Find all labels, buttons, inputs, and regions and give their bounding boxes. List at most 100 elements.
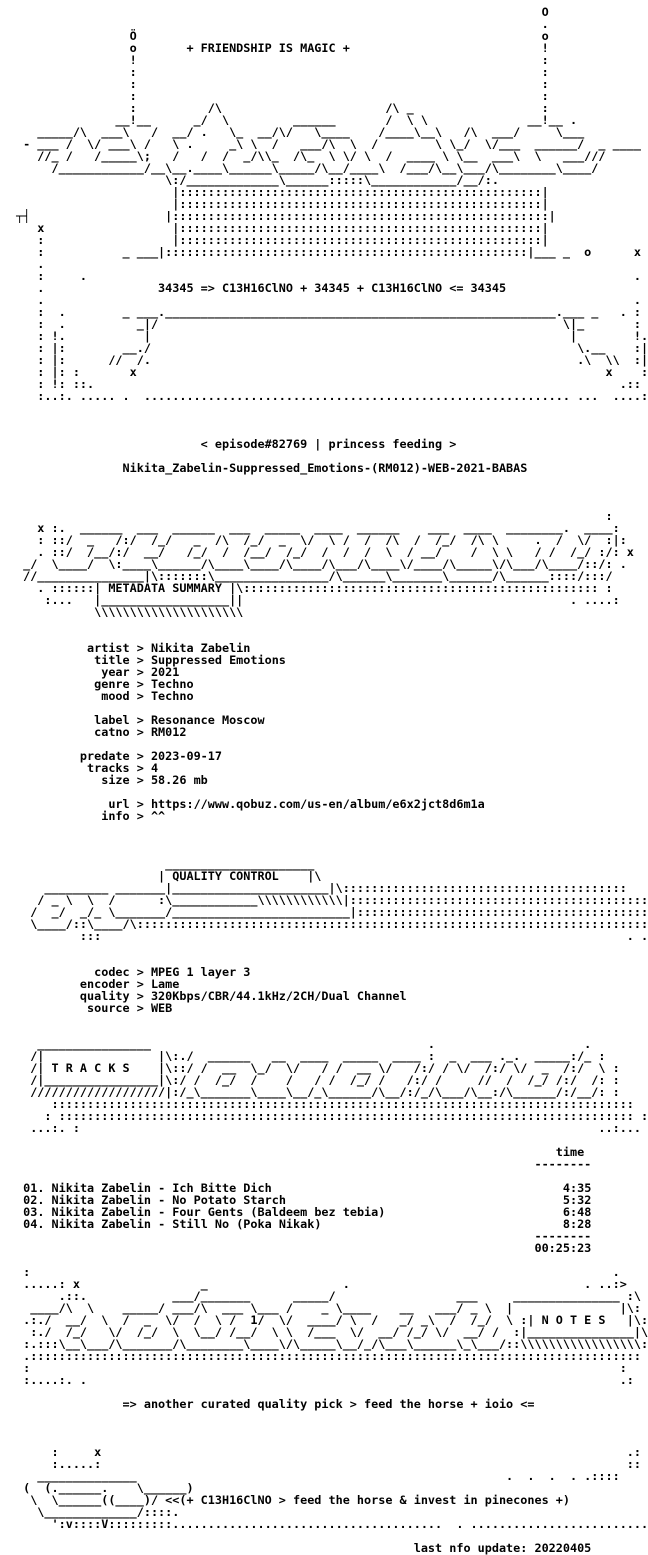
metadata-row-value: RM012 xyxy=(150,725,187,739)
notes-header-art-line: .::. ___/_______ _____/ ___ ____________… xyxy=(16,1289,642,1303)
logo-art-line: Ö o xyxy=(16,29,549,43)
quality-row-label: encoder xyxy=(16,977,130,991)
metadata-header-art-line: . ::::::| METADATA SUMMARY |\:::::::::::… xyxy=(16,581,613,595)
metadata-row: mood > Techno xyxy=(16,689,194,703)
logo-art-line: . xyxy=(16,17,549,31)
blank-line xyxy=(16,474,648,486)
metadata-row-value: Techno xyxy=(150,677,194,691)
logo-art-line: /____________/__\__.____\______\_____/\_… xyxy=(16,161,599,175)
footer-art-line: :.....: :: xyxy=(16,1457,642,1471)
logo-art-line: : !. | | !.: xyxy=(16,329,648,343)
track-row: 04. Nikita Zabelin - Still No (Poka Nika… xyxy=(23,1217,592,1231)
track-time: 6:48 xyxy=(555,1205,592,1219)
metadata-row: catno > RM012 xyxy=(16,725,187,739)
track-row: 02. Nikita Zabelin - No Potato Starch 5:… xyxy=(23,1193,592,1207)
tracks-header-art-line: ::::::::::::::::::::::::::::::::::::::::… xyxy=(16,1097,634,1111)
notes-header-art-line: :./ /_/ \/ /_/ \ \__/ /__/ \ \ /___ \/ _… xyxy=(16,1325,648,1339)
nfo-document: O . Ö o o + FRIENDSHIP IS MAGIC + xyxy=(16,6,648,1554)
metadata-row-label: title xyxy=(16,653,130,667)
footer-art-line: \ \______((____)/ <<(+ C13H16ClNO > feed… xyxy=(16,1493,570,1507)
tracks-header-art-line: ...:. : ..:... xyxy=(16,1121,642,1135)
metadata-row-value: ^^ xyxy=(150,809,166,823)
logo-art-line: \:/_____________\______:::::\___________… xyxy=(16,173,499,187)
logo-art-line: . xyxy=(16,257,45,271)
quality-header-art-line: / _/ _/_ \_______/______________________… xyxy=(16,905,648,919)
metadata-row: tracks > 4 xyxy=(16,761,159,775)
metadata-row-value[interactable]: https://www.qobuz.com/us-en/album/e6x2jc… xyxy=(150,797,485,811)
logo-art-line: ┬┤ |::::::::::::::::::::::::::::::::::::… xyxy=(16,209,556,223)
metadata-row-label: url xyxy=(16,797,130,811)
metadata-row-label: genre xyxy=(16,677,130,691)
track-number: 01. xyxy=(23,1181,45,1195)
release-name: Nikita_Zabelin-Suppressed_Emotions-(RM01… xyxy=(16,461,528,475)
logo-art-line: |:::::::::::::::::::::::::::::::::::::::… xyxy=(16,185,549,199)
quality-row-value: MPEG 1 layer 3 xyxy=(150,965,251,979)
logo-art-line: . 34345 => C13H16ClNO + 34345 + C13H16Cl… xyxy=(16,281,507,295)
metadata-row-value: 4 xyxy=(150,761,159,775)
metadata-row: label > Resonance Moscow xyxy=(16,713,265,727)
metadata-row-value: Nikita Zabelin xyxy=(150,641,251,655)
metadata-row-value: Techno xyxy=(150,689,194,703)
quality-header-art-line: _________ _______|______________________… xyxy=(16,881,627,895)
metadata-row-label: artist xyxy=(16,641,130,655)
metadata-row-label: label xyxy=(16,713,130,727)
metadata-row: size > 58.26 mb xyxy=(16,773,208,787)
notes-header-art-line: : : xyxy=(16,1361,627,1375)
notes-header-art-line: .....: x _ . . ..:> xyxy=(16,1277,627,1291)
metadata-header-art-line: x :. ______ ___ ______ ___ _____ ____ __… xyxy=(16,521,620,535)
logo-art-line: : !: ::. .:: !: xyxy=(16,377,648,391)
track-title: Still No (Poka Nikak) xyxy=(172,1217,556,1231)
track-number: 02. xyxy=(23,1193,45,1207)
metadata-row-label: year xyxy=(16,665,130,679)
notes-header-art-line: .:./ __/ \ / _ \/ / \ / 1/ \/ ____/ \ / … xyxy=(16,1313,648,1327)
metadata-header-art-line: : xyxy=(16,509,613,523)
logo-art-line: |:::::::::::::::::::::::::::::::::::::::… xyxy=(16,197,549,211)
quality-row: encoder > Lame xyxy=(16,977,180,991)
logo-art-line: O xyxy=(16,5,549,19)
metadata-row: genre > Techno xyxy=(16,677,194,691)
footer-art-line: \_____________/::::. xyxy=(16,1505,180,1519)
logo-art-line: : : xyxy=(16,65,549,79)
logo-art-line: : : xyxy=(16,89,549,103)
metadata-row-value: Resonance Moscow xyxy=(150,713,265,727)
notes-header-art-line: :.:::\__\___/\_______/\________\____\/\_… xyxy=(16,1337,648,1351)
quality-row-label: source xyxy=(16,1001,130,1015)
quality-row: quality > 320Kbps/CBR/44.1kHz/2CH/Dual C… xyxy=(16,989,407,1003)
logo-art-line: : |: __./ \.__ :|: xyxy=(16,341,648,355)
blank-line xyxy=(16,1410,648,1422)
footer-art-line: ':v::::V:::::::::.......................… xyxy=(16,1517,648,1531)
last-update: last nfo update: 20220405 xyxy=(16,1541,592,1555)
logo-art-line: : _ ___|::::::::::::::::::::::::::::::::… xyxy=(16,245,642,259)
metadata-row-label: catno xyxy=(16,725,130,739)
logo-art-line: ! : xyxy=(16,53,549,67)
metadata-header-art-line: : ::/ _ /:/ /_/ _ /\ /_/ _ \/ \ / / /\ /… xyxy=(16,533,627,547)
logo-art-line: //_ / /_____\; / / / _/\\_ /\_ \ \/ \ / … xyxy=(16,149,613,163)
track-artist: Nikita Zabelin xyxy=(51,1217,151,1231)
metadata-row-label: size xyxy=(16,773,130,787)
track-number: 03. xyxy=(23,1205,45,1219)
blank-line xyxy=(16,414,648,426)
metadata-row-value: 2023-09-17 xyxy=(150,749,222,763)
metadata-row-label: predate xyxy=(16,749,130,763)
metadata-row: url > https://www.qobuz.com/us-en/album/… xyxy=(16,797,485,811)
quality-row-label: codec xyxy=(16,965,130,979)
logo-art-line: - ___ / \/ ___\ / \ . _\ \ / ___/\ \ / \… xyxy=(16,137,648,151)
episode-line: < episode#82769 | princess feeding > xyxy=(16,437,457,451)
quality-header-art-line: \____/::\____/\:::::::::::::::::::::::::… xyxy=(16,917,648,931)
quality-header-art-line: ::: . ..: xyxy=(16,929,648,943)
blank-line xyxy=(16,1014,648,1026)
metadata-row-label: tracks xyxy=(16,761,130,775)
track-time: 8:28 xyxy=(555,1217,592,1231)
quality-row-value: 320Kbps/CBR/44.1kHz/2CH/Dual Channel xyxy=(150,989,407,1003)
tracks-total-time: 00:25:23 xyxy=(16,1241,592,1255)
metadata-header-art-line: //_______________|\:::::::\_____________… xyxy=(16,569,627,583)
quality-row-label: quality xyxy=(16,989,130,1003)
tracks-header-art-line: ________________ . . xyxy=(16,1037,592,1051)
metadata-row-label: info xyxy=(16,809,130,823)
tracks-header-art-line: ///////////////////|:/_\_______\____\__/… xyxy=(16,1085,620,1099)
footer-art-line: ______________ . . . . .:::: xyxy=(16,1469,620,1483)
track-artist: Nikita Zabelin xyxy=(51,1181,151,1195)
metadata-row: year > 2021 xyxy=(16,665,180,679)
tracks-time-header: time xyxy=(16,1145,585,1159)
quality-row: source > WEB xyxy=(16,1001,173,1015)
